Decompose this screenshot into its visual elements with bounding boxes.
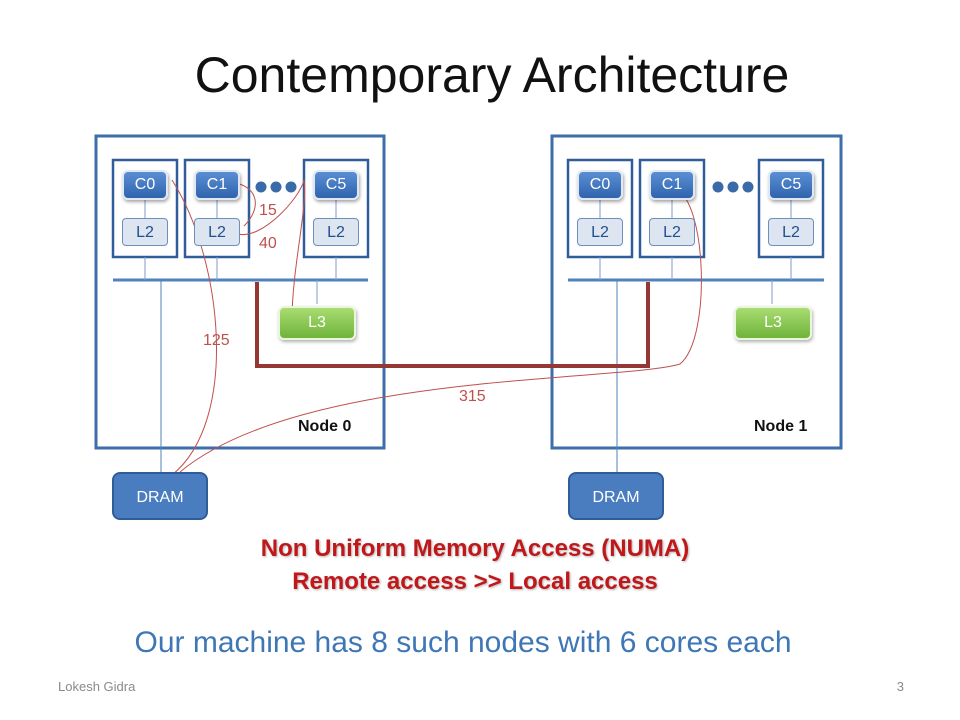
node0-l2-c0: L2 [122,218,168,246]
latency-l2-label: 15 [259,202,277,219]
node1-core-c0: C0 [577,170,623,200]
footer-author: Lokesh Gidra [58,679,136,694]
node0-l2-c5: L2 [313,218,359,246]
latency-curve-remote-dram [179,189,702,473]
node0-l2-c1: L2 [194,218,240,246]
node0-dram: DRAM [112,472,208,520]
node0-label: Node 0 [298,418,352,435]
latency-l3-label: 40 [259,235,277,252]
node-interconnect [255,282,650,368]
latency-remote-dram-label: 315 [459,388,486,405]
latency-curves [171,179,702,476]
node1-dram: DRAM [568,472,664,520]
node1-l2-c5: L2 [768,218,814,246]
node1-core-c1: C1 [649,170,695,200]
node1-l2-c1: L2 [649,218,695,246]
node1-l2-c0: L2 [577,218,623,246]
numa-heading: Non Uniform Memory Access (NUMA) [260,535,690,562]
node1-ellipsis-dots [712,181,754,193]
node1-core-c5: C5 [768,170,814,200]
latency-curve-l3 [237,179,306,321]
latency-curve-local-dram [171,179,217,476]
slide-title: Contemporary Architecture [194,47,790,103]
node0-core-c5: C5 [313,170,359,200]
latency-curve-l2 [235,182,256,227]
node1-l3-cache: L3 [734,306,812,340]
node0-ellipsis-dots [255,181,297,193]
node0-core-c1: C1 [194,170,240,200]
node1-label: Node 1 [754,418,808,435]
numa-subheading: Remote access >> Local access [292,568,658,595]
node0-l3-cache: L3 [278,306,356,340]
page-number: 3 [896,679,904,694]
latency-local-dram-label: 125 [203,332,230,349]
node0-core-c0: C0 [122,170,168,200]
machine-note: Our machine has 8 such nodes with 6 core… [134,626,792,659]
